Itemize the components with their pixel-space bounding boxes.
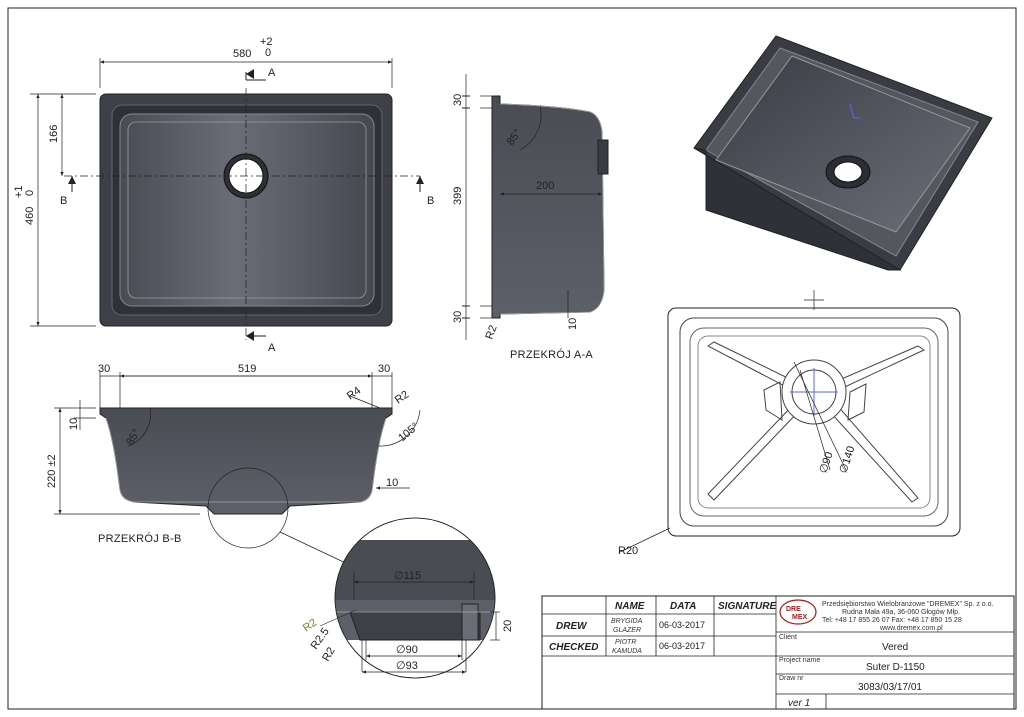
drawn-value: 3083/03/17/01 — [858, 682, 922, 693]
drawn-label: Draw nr — [779, 675, 804, 682]
client-label: Client — [779, 634, 797, 641]
company-line4: www.dremex.com.pl — [879, 625, 943, 632]
offset-dim: 166 — [48, 125, 60, 143]
company-line2: Rudna Mała 49a, 36-060 Głogów Młp. — [842, 609, 960, 616]
bottom-view-rim — [679, 317, 949, 527]
tb-row2-name-1: PIOTR — [615, 639, 636, 646]
aa-depth: 200 — [536, 180, 554, 192]
logo-text-2: MEX — [792, 614, 808, 621]
tb-col-signature: SIGNATURE — [718, 601, 776, 612]
detail-d90: ∅90 — [396, 644, 418, 656]
detail-d115: ∅115 — [394, 570, 421, 582]
bottom-view: ∅90 ∅140 R20 — [618, 290, 961, 557]
tb-row1-date: 06-03-2017 — [659, 620, 705, 630]
page-border — [7, 7, 1017, 710]
section-aa-drain — [597, 139, 609, 175]
bb-depth: 220 ±2 — [46, 454, 58, 488]
width-tol-upper: +2 — [260, 36, 273, 48]
bottom-r20: R20 — [618, 545, 638, 557]
bb-angle-outer: 105° — [396, 420, 421, 444]
title-block: NAME DATA SIGNATURE DREW BRYGIDA GLAZER … — [541, 595, 1015, 710]
top-view-basin — [119, 113, 375, 307]
version: ver 1 — [788, 698, 810, 709]
iso-drain-hole — [833, 161, 863, 183]
aa-dim-mid: 399 — [452, 187, 464, 205]
project-value: Suter D-1150 — [866, 662, 925, 673]
iso-basin-floor — [715, 55, 971, 233]
tb-row2-label: CHECKED — [549, 642, 598, 653]
aa-thickness: 10 — [567, 318, 579, 330]
detail-view: ∅115 ∅90 ∅93 20 R2 R2.5 R2 — [301, 517, 514, 679]
tb-row1-label: DREW — [556, 621, 588, 632]
bb-dim-mid: 519 — [238, 363, 256, 375]
iso-view — [693, 35, 993, 271]
dremex-logo: DRE MEX — [779, 599, 817, 625]
top-view-basin-edge — [127, 121, 367, 299]
aa-caption: PRZEKRÓJ A-A — [510, 348, 593, 361]
section-bb-body — [99, 407, 393, 515]
tb-row2-name-2: KAMUDA — [612, 648, 642, 655]
bb-rim: 10 — [68, 418, 80, 430]
section-b-left: B — [60, 195, 67, 207]
bb-r2: R2 — [393, 389, 411, 407]
width-tol-lower: 0 — [265, 47, 271, 59]
company-line3: Tel: +48 17 855 26 07 Fax: +48 17 850 15… — [822, 617, 962, 624]
detail-r2a: R2 — [301, 617, 319, 635]
tb-col-date: DATA — [670, 601, 696, 612]
bb-wall: 10 — [386, 477, 398, 489]
top-view: 580 +2 0 460 +1 0 166 A A B — [13, 36, 434, 354]
company-line1: Przedsiębiorstwo Wielobranżowe "DREMEX" … — [822, 601, 994, 608]
tb-col-name: NAME — [615, 601, 645, 612]
section-aa: 30 399 30 200 85° R2 10 PRZEKRÓJ A-A — [452, 74, 609, 361]
aa-dim-top: 30 — [452, 94, 464, 106]
bb-r4: R4 — [345, 385, 363, 403]
detail-r2b: R2 — [320, 645, 337, 663]
width-dim: 580 — [233, 48, 251, 60]
bb-detail-circle — [207, 467, 289, 549]
tb-row1-name-2: GLAZER — [613, 627, 641, 634]
client-value: Vered — [882, 642, 908, 653]
tb-row2-date: 06-03-2017 — [659, 641, 705, 651]
bb-dim-right: 30 — [378, 363, 390, 375]
height-dim: 460 — [24, 207, 36, 225]
height-tol-lower: 0 — [24, 190, 36, 196]
logo-text-1: DRE — [786, 606, 801, 613]
section-a-bottom: A — [268, 342, 276, 354]
section-a-top: A — [268, 67, 276, 79]
section-b-right: B — [427, 195, 434, 207]
bb-dim-left: 30 — [98, 363, 110, 375]
height-tol-upper: +1 — [13, 185, 25, 198]
project-label: Project name — [779, 657, 820, 664]
detail-h20: 20 — [502, 620, 514, 632]
aa-dim-bottom: 30 — [452, 311, 464, 323]
section-aa-body — [491, 95, 605, 319]
tb-row1-name-1: BRYGIDA — [611, 618, 643, 625]
aa-radius: R2 — [484, 324, 500, 341]
bb-caption: PRZEKRÓJ B-B — [98, 532, 182, 545]
detail-d93: ∅93 — [396, 660, 418, 672]
